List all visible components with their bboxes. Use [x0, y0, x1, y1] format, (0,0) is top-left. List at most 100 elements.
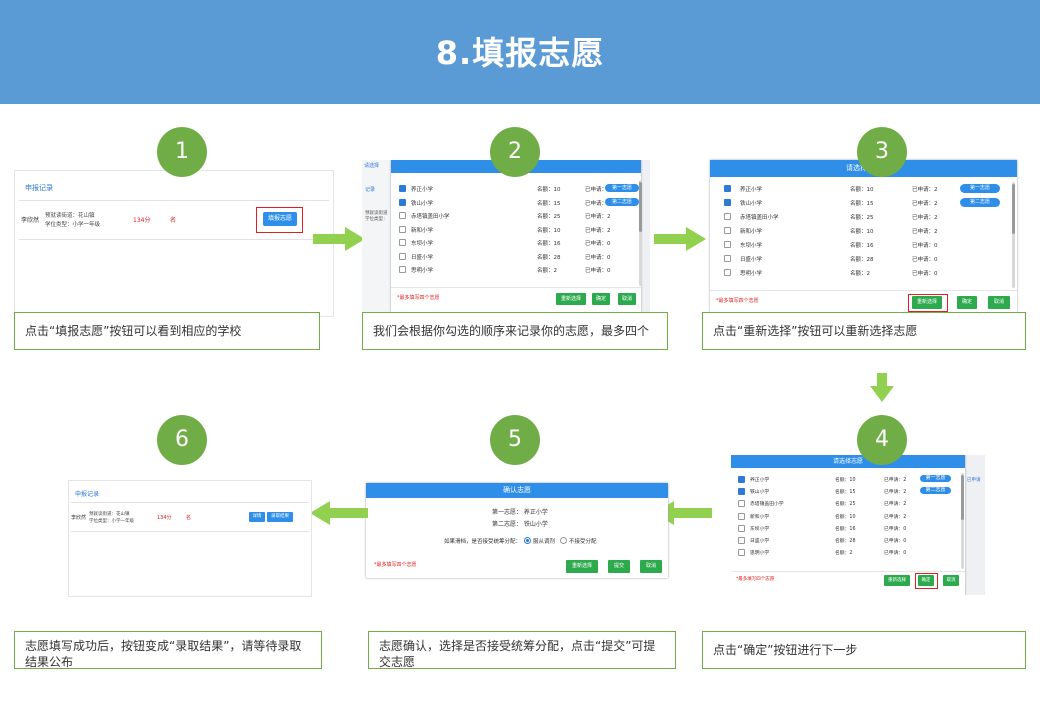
school-checkbox[interactable]: [738, 488, 745, 496]
school-checkbox[interactable]: [399, 198, 406, 206]
student-name: 李欣然: [71, 515, 87, 521]
submit-button[interactable]: 提交: [608, 560, 630, 573]
school-name: 铁山小学: [750, 490, 770, 496]
record-header: 申报记录: [25, 184, 53, 192]
school-checkbox[interactable]: [399, 252, 406, 260]
cancel-button[interactable]: 取消: [640, 560, 662, 573]
school-checkbox[interactable]: [738, 524, 745, 532]
page-title: 8.填报志愿: [435, 34, 605, 72]
school-checkbox[interactable]: [724, 241, 731, 248]
school-checkbox[interactable]: [738, 500, 745, 508]
modal-scrollbar[interactable]: [1012, 182, 1015, 288]
reselect-button[interactable]: 重新选择: [566, 560, 598, 573]
caption-4: 点击“确定”按钮进行下一步: [702, 631, 1026, 669]
school-quota: 名额：15: [850, 201, 874, 207]
school-checkbox[interactable]: [724, 185, 731, 192]
student-name: 李欣然: [21, 217, 40, 224]
school-checkbox[interactable]: [738, 537, 745, 544]
school-quota: 名额：10: [850, 187, 874, 193]
confirm-modal-title: 确认志愿: [503, 486, 531, 494]
radio-accept[interactable]: [524, 537, 531, 544]
school-applied: 已申请：0: [884, 551, 907, 557]
confirm-button[interactable]: 确定: [592, 293, 610, 305]
school-checkbox[interactable]: [399, 225, 406, 233]
step-6-badge: 6: [157, 415, 207, 465]
school-checkbox[interactable]: [399, 185, 406, 192]
reselect-button[interactable]: 重新选择: [556, 293, 586, 305]
school-checkbox[interactable]: [738, 512, 745, 520]
school-checkbox[interactable]: [724, 269, 731, 276]
school-checkbox[interactable]: [724, 227, 731, 234]
page-header: 8.填报志愿: [0, 0, 1040, 104]
arrow-right-icon: [313, 234, 347, 244]
step-4-badge: 4: [857, 415, 907, 465]
cancel-button[interactable]: 取消: [943, 575, 959, 586]
school-checkbox[interactable]: [724, 199, 731, 206]
modal-title: 请选择志愿: [832, 458, 863, 465]
admission-result-button[interactable]: 录取结果: [267, 512, 293, 522]
fill-volunteer-button[interactable]: 填报志愿: [263, 212, 297, 226]
school-applied: 已申请：2: [912, 215, 938, 221]
confirm-button[interactable]: 确定: [918, 575, 934, 586]
max-hint: *最多填写四个志愿: [736, 577, 775, 582]
school-checkbox[interactable]: [399, 266, 406, 273]
record-header: 申报记录: [75, 491, 100, 498]
modal-scrollbar[interactable]: [639, 180, 642, 286]
school-applied: 已申请：0: [585, 241, 611, 247]
modal-scrollbar[interactable]: [961, 473, 964, 569]
school-checkbox[interactable]: [738, 476, 745, 483]
school-applied: 已申请：0: [884, 539, 907, 544]
details-button[interactable]: 详情: [249, 512, 265, 522]
school-checkbox[interactable]: [724, 255, 731, 262]
rank-text: 名: [170, 217, 177, 224]
school-checkbox[interactable]: [724, 213, 731, 220]
divider: [19, 239, 329, 240]
school-name: 养正小学: [411, 187, 434, 193]
school-name: 东坝小学: [750, 526, 770, 532]
choice-order-pill: 第一志愿: [960, 184, 1000, 193]
reselect-button[interactable]: 重新选择: [912, 296, 942, 309]
divider: [71, 531, 309, 532]
school-name: 日盛小学: [740, 257, 763, 263]
school-quota: 名额：15: [835, 490, 856, 496]
school-quota: 名额：25: [835, 502, 856, 508]
school-checkbox[interactable]: [399, 212, 406, 219]
school-quota: 名额：10: [537, 227, 561, 234]
school-checkbox[interactable]: [738, 549, 745, 557]
school-applied: 已申请：2: [884, 502, 907, 508]
confirm-button[interactable]: 确定: [957, 296, 977, 309]
cancel-button[interactable]: 取消: [618, 293, 636, 305]
cancel-button[interactable]: 取消: [988, 296, 1010, 309]
first-choice: 第一志愿： 养正小学: [492, 509, 548, 516]
school-name: 新和小学: [411, 227, 434, 234]
reselect-button[interactable]: 重新选择: [884, 575, 910, 586]
school-applied: 已申请：0: [884, 526, 907, 532]
school-checkbox[interactable]: [399, 239, 406, 246]
radio-reject[interactable]: [560, 537, 567, 544]
